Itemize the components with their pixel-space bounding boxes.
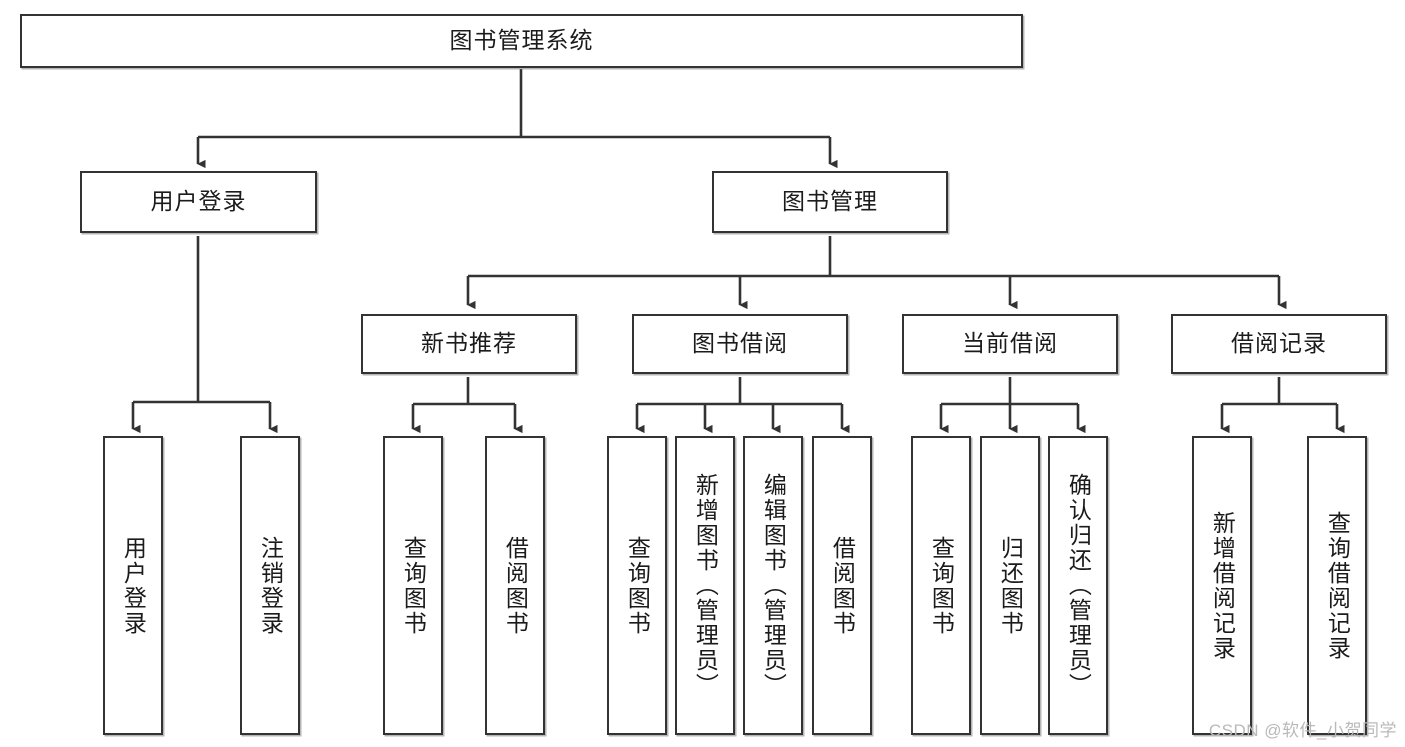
- node-leaf-query-book-3-label: 查询图书: [928, 535, 955, 636]
- node-leaf-add-record-label: 新增借阅记录: [1209, 510, 1236, 661]
- node-leaf-edit-book-label: 编辑图书（管理员）: [760, 473, 787, 698]
- node-current-borrow-label: 当前借阅: [962, 330, 1058, 357]
- node-leaf-query-record[interactable]: 查询借阅记录: [1307, 436, 1367, 735]
- node-leaf-add-book-label: 新增图书（管理员）: [692, 473, 719, 698]
- node-leaf-borrow-book-1-label: 借阅图书: [502, 535, 529, 636]
- node-leaf-query-book-1-label: 查询图书: [400, 535, 427, 636]
- node-leaf-add-record[interactable]: 新增借阅记录: [1192, 436, 1252, 735]
- node-user-login[interactable]: 用户登录: [80, 171, 317, 233]
- node-user-login-label: 用户登录: [150, 188, 247, 215]
- node-leaf-borrow-book-2-label: 借阅图书: [829, 535, 856, 636]
- node-leaf-user-login-label: 用户登录: [120, 535, 147, 636]
- node-root-label: 图书管理系统: [449, 27, 594, 54]
- node-leaf-confirm-return[interactable]: 确认归还（管理员）: [1048, 436, 1108, 735]
- node-leaf-return-book-label: 归还图书: [997, 535, 1024, 636]
- node-leaf-logout-login-label: 注销登录: [257, 535, 284, 636]
- node-book-manage-label: 图书管理: [782, 188, 878, 215]
- node-leaf-query-record-label: 查询借阅记录: [1324, 510, 1351, 661]
- node-leaf-borrow-book-2[interactable]: 借阅图书: [812, 436, 872, 735]
- node-leaf-borrow-book-1[interactable]: 借阅图书: [485, 436, 545, 735]
- node-leaf-confirm-return-label: 确认归还（管理员）: [1065, 473, 1092, 698]
- node-new-book-recommend-label: 新书推荐: [421, 330, 517, 357]
- node-leaf-add-book[interactable]: 新增图书（管理员）: [675, 436, 735, 735]
- watermark-text: CSDN @软件_小贺同学: [1208, 721, 1397, 740]
- node-leaf-query-book-2[interactable]: 查询图书: [607, 436, 667, 735]
- node-borrow-record[interactable]: 借阅记录: [1171, 314, 1387, 374]
- node-leaf-edit-book[interactable]: 编辑图书（管理员）: [743, 436, 803, 735]
- node-borrow-record-label: 借阅记录: [1231, 330, 1327, 357]
- node-book-borrow-label: 图书借阅: [692, 330, 788, 357]
- node-leaf-query-book-2-label: 查询图书: [624, 535, 651, 636]
- node-root[interactable]: 图书管理系统: [20, 14, 1023, 68]
- node-leaf-query-book-3[interactable]: 查询图书: [911, 436, 971, 735]
- node-leaf-query-book-1[interactable]: 查询图书: [383, 436, 443, 735]
- node-book-borrow[interactable]: 图书借阅: [632, 314, 848, 374]
- node-leaf-return-book[interactable]: 归还图书: [980, 436, 1040, 735]
- node-current-borrow[interactable]: 当前借阅: [902, 314, 1118, 374]
- node-leaf-logout-login[interactable]: 注销登录: [240, 436, 300, 735]
- node-new-book-recommend[interactable]: 新书推荐: [361, 314, 577, 374]
- node-leaf-user-login[interactable]: 用户登录: [103, 436, 163, 735]
- node-book-manage[interactable]: 图书管理: [712, 171, 948, 233]
